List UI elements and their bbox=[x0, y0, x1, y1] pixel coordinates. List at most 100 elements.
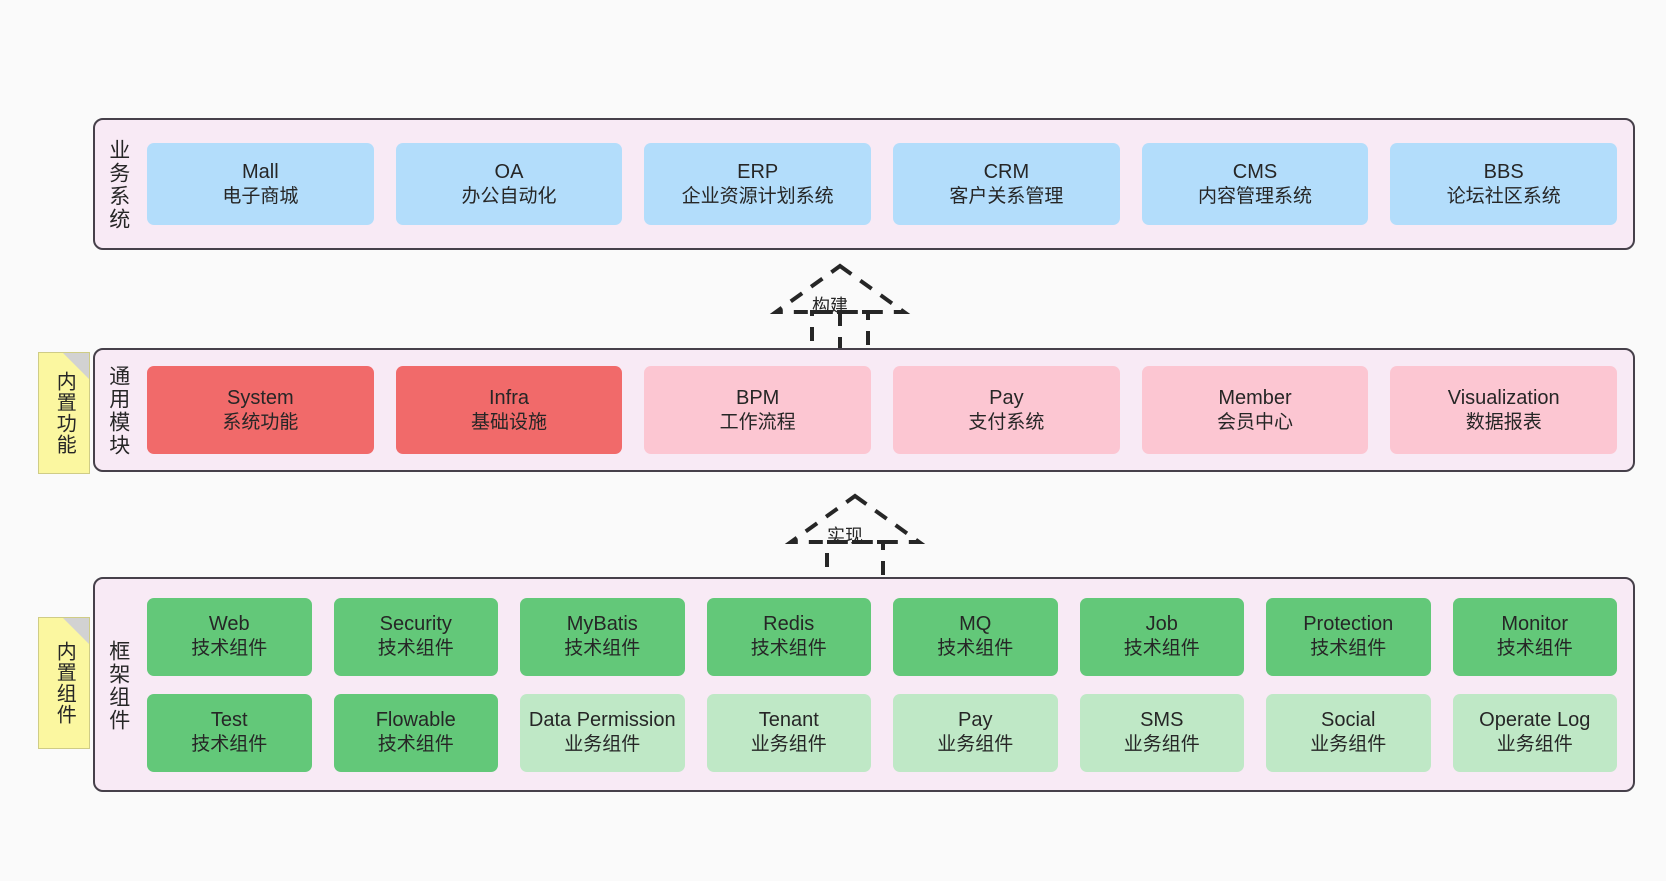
note-builtin-function-text: 内置功能 bbox=[53, 371, 76, 455]
build-arrow-label: 构建 bbox=[812, 296, 848, 316]
framework-biz-node-7-subtitle: 业务组件 bbox=[1496, 734, 1573, 756]
framework-tech-node-6-subtitle: 技术组件 bbox=[1310, 638, 1387, 660]
business-node-5-subtitle: 论坛社区系统 bbox=[1446, 185, 1561, 207]
framework-biz-node-4-title: Pay bbox=[958, 709, 993, 732]
framework-biz-node-3-title: Tenant bbox=[758, 709, 819, 732]
framework-biz-node-7-title: Operate Log bbox=[1479, 709, 1591, 732]
module-node-1-title: Infra bbox=[488, 386, 530, 409]
framework-tech-node-0-subtitle: 技术组件 bbox=[191, 638, 268, 660]
framework-tech-node-7-subtitle: 技术组件 bbox=[1496, 638, 1573, 660]
business-node-1-title: OA bbox=[494, 160, 524, 183]
business-layer-label: 业务系统 bbox=[106, 139, 130, 231]
framework-biz-node-5-subtitle: 业务组件 bbox=[1123, 734, 1200, 756]
framework-tech-node-4-subtitle: 技术组件 bbox=[937, 638, 1014, 660]
framework-biz-node-2-subtitle: 业务组件 bbox=[564, 734, 641, 756]
framework-biz-node-5-title: SMS bbox=[1140, 709, 1184, 732]
framework-tech-node-3-title: Redis bbox=[763, 613, 815, 636]
module-node-0-subtitle: 系统功能 bbox=[222, 411, 299, 433]
framework-biz-node-1-title: Flowable bbox=[375, 709, 456, 732]
connector-build: 构建 bbox=[760, 262, 920, 360]
connector-implement: 实现 bbox=[775, 492, 935, 588]
business-node-5-title: BBS bbox=[1483, 160, 1524, 183]
module-node-2-subtitle: 工作流程 bbox=[719, 411, 796, 433]
note-builtin-component: 内置组件 bbox=[38, 617, 90, 749]
framework-biz-node-0-title: Test bbox=[210, 709, 248, 732]
framework-tech-node-1-subtitle: 技术组件 bbox=[377, 638, 454, 660]
framework-layer-label: 框架组件 bbox=[106, 639, 130, 732]
module-node-5-title: Visualization bbox=[1447, 386, 1560, 409]
framework-tech-node-5-subtitle: 技术组件 bbox=[1123, 638, 1200, 660]
business-node-2-title: ERP bbox=[737, 160, 779, 183]
implement-arrow-label: 实现 bbox=[827, 526, 863, 546]
module-node-0-title: System bbox=[226, 386, 294, 409]
framework-biz-node-1-subtitle: 技术组件 bbox=[377, 734, 454, 756]
framework-tech-node-2-subtitle: 技术组件 bbox=[564, 638, 641, 660]
framework-biz-node-3-subtitle: 业务组件 bbox=[750, 734, 827, 756]
framework-tech-node-2-title: MyBatis bbox=[566, 613, 638, 636]
framework-tech-node-1-title: Security bbox=[379, 613, 452, 636]
business-node-4-title: CMS bbox=[1232, 160, 1278, 183]
note-builtin-function: 内置功能 bbox=[38, 352, 90, 474]
business-node-1-subtitle: 办公自动化 bbox=[461, 185, 557, 207]
module-node-4-subtitle: 会员中心 bbox=[1217, 411, 1294, 433]
note-builtin-component-text: 内置组件 bbox=[53, 641, 76, 725]
framework-biz-node-6-subtitle: 业务组件 bbox=[1310, 734, 1387, 756]
module-layer-label: 通用模块 bbox=[106, 365, 130, 457]
module-node-1-subtitle: 基础设施 bbox=[471, 411, 548, 433]
module-node-3-title: Pay bbox=[989, 386, 1024, 409]
business-node-3-title: CRM bbox=[983, 160, 1030, 183]
framework-biz-node-2-title: Data Permission bbox=[528, 709, 676, 732]
framework-biz-node-4-subtitle: 业务组件 bbox=[937, 734, 1014, 756]
business-node-3-subtitle: 客户关系管理 bbox=[949, 185, 1064, 207]
business-node-4-subtitle: 内容管理系统 bbox=[1198, 185, 1313, 207]
framework-tech-node-7-title: Monitor bbox=[1501, 613, 1569, 636]
framework-tech-node-4-title: MQ bbox=[959, 613, 992, 636]
framework-tech-node-3-subtitle: 技术组件 bbox=[750, 638, 827, 660]
module-node-3-subtitle: 支付系统 bbox=[968, 411, 1045, 433]
framework-biz-node-6-title: Social bbox=[1321, 709, 1376, 732]
framework-tech-node-6-title: Protection bbox=[1303, 613, 1394, 636]
business-node-0-subtitle: 电子商城 bbox=[222, 185, 299, 207]
framework-tech-node-5-title: Job bbox=[1145, 613, 1178, 636]
module-node-4-title: Member bbox=[1218, 386, 1292, 409]
business-node-0-title: Mall bbox=[242, 160, 279, 183]
framework-biz-node-0-subtitle: 技术组件 bbox=[191, 734, 268, 756]
module-node-5-subtitle: 数据报表 bbox=[1465, 411, 1542, 433]
